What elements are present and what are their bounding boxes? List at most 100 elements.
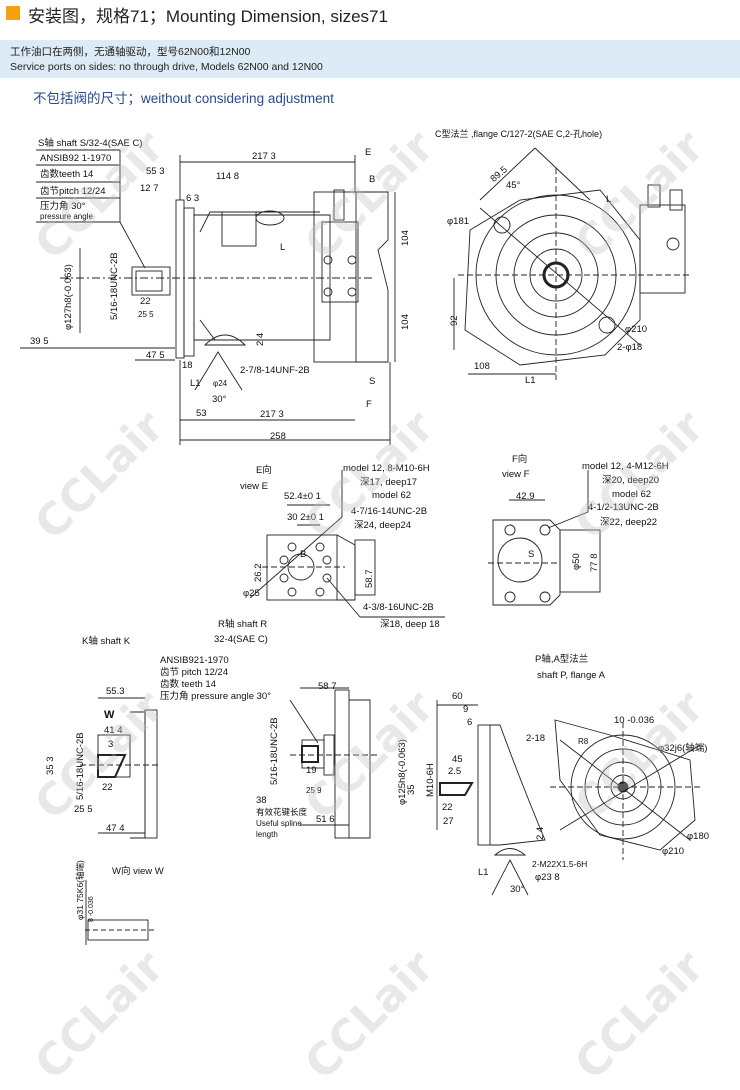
dim-2-4: 2 4: [255, 332, 266, 346]
dim-217-bottom: 217 3: [260, 409, 284, 420]
dim-phi-180: φ180: [687, 831, 710, 842]
view-e-title-cn: E向: [256, 465, 272, 476]
standard-label: ANSIB92 1-1970: [40, 153, 112, 164]
view-w-marker: W: [104, 709, 115, 721]
dim-108: 108: [474, 361, 490, 372]
thread-5-16: 5/16-18UNC-2B: [109, 252, 120, 320]
dim-phi-50: φ50: [571, 553, 582, 570]
spline-length-en-2: length: [256, 830, 278, 839]
dim-phi-31-75: φ31 75K6(轴端): [75, 860, 85, 920]
dim-53: 53: [196, 408, 207, 419]
thread-m10: M10-6H: [425, 763, 436, 797]
view-f-title-en: view F: [502, 469, 530, 480]
dim-phi-23-8: φ23 8: [535, 872, 560, 883]
model62-label: model 62: [612, 489, 652, 500]
subtitle: 不包括阀的尺寸；weithout considering adjustment: [33, 91, 334, 106]
main-view-drawing: [20, 149, 396, 445]
dim-phi-181: φ181: [447, 216, 470, 227]
dim-phi-25: φ25: [243, 588, 260, 599]
view-e-marker: E: [365, 147, 372, 158]
dim-8: 8 -0.036: [88, 896, 95, 922]
view-f-drawing: [488, 470, 601, 606]
dim-77-8: 77 8: [589, 553, 600, 573]
model12-thread: model 12, 8-M10-6H: [343, 463, 430, 474]
dim-45: 45: [452, 754, 463, 765]
model62-depth: 深24, deep24: [354, 520, 412, 531]
dim-19: 19: [306, 765, 317, 776]
shaft-k-drawing: [80, 697, 160, 839]
dim-9: 9: [463, 704, 469, 715]
shaft-r-title: R轴 shaft R: [218, 619, 268, 630]
spline-length-cn: 有效花键长度: [256, 807, 308, 817]
dim-25-5: 25 5: [74, 804, 93, 815]
port-l1-label: L1: [525, 375, 536, 386]
spline-length-en: Useful spline: [256, 819, 302, 828]
dim-114-8: 114 8: [216, 171, 240, 182]
flange-c-title: C型法兰 ,flange C/127-2(SAE C,2-孔hole): [435, 129, 603, 139]
dim-41-4: 41 4: [104, 725, 123, 736]
dim-55-3: 55 3: [146, 166, 165, 177]
dim-2-5: 2.5: [448, 766, 462, 777]
view-w-drawing: [85, 880, 155, 945]
shaft-p-drawing: [436, 700, 701, 896]
standard-label: ANSIB921-1970: [160, 655, 229, 666]
note-cn: 工作油口在两侧，无通轴驱动，型号62N00和12N00: [10, 46, 251, 58]
shaft-p-title-en: shaft P, flange A: [537, 670, 605, 681]
model62-label: model 62: [372, 490, 412, 501]
angle-45: 45°: [506, 180, 521, 191]
dim-25-5: 25 5: [138, 310, 154, 319]
thread-5-16-r: 5/16-18UNC-2B: [269, 717, 280, 785]
dim-35-3: 35 3: [45, 756, 56, 776]
dim-51-6: 51 6: [316, 814, 335, 825]
thread-5-16-k: 5/16-18UNC-2B: [75, 732, 86, 800]
dim-22: 22: [442, 802, 453, 813]
drawing-lines: [20, 147, 701, 945]
note-band: 工作油口在两侧，无通轴驱动，型号62N00和12N00 Service port…: [0, 40, 740, 78]
section-marker: [6, 6, 20, 20]
dim-2-4: 2 4: [535, 826, 546, 840]
view-w-title: W向 view W: [112, 866, 164, 877]
watermark: CCLair: [565, 941, 714, 1090]
shaft-r-spec: 32-4(SAE C): [214, 634, 268, 645]
dim-26-2: 26.2: [253, 563, 264, 583]
dim-58-7: 58.7: [364, 569, 375, 589]
port-b-label: B: [300, 549, 307, 560]
shaft-r-drawing: [289, 687, 380, 839]
port-s-label: S: [369, 376, 376, 387]
model62-depth: 深22, deep22: [600, 517, 658, 528]
dim-60: 60: [452, 691, 463, 702]
dim-phi-24: φ24: [213, 379, 228, 388]
holes-2-phi-18: 2-φ18: [617, 342, 643, 353]
thread-2-7-8: 2-7/8-14UNF-2B: [240, 365, 310, 376]
thread-3-8: 4-3/8-16UNC-2B: [363, 602, 434, 613]
dim-phi-210: φ210: [662, 846, 685, 857]
view-e-title-en: view E: [240, 481, 268, 492]
thread-m22: 2-M22X1.5-6H: [532, 859, 588, 869]
model12-depth: 深20, deep20: [602, 475, 660, 486]
page-title: 安装图，规格71；Mounting Dimension, sizes71: [28, 7, 388, 26]
model62-thread: 4-1/2-13UNC-2B: [588, 502, 659, 513]
holes-2-18: 2-18: [526, 733, 546, 744]
shaft-k-title: K轴 shaft K: [82, 636, 131, 647]
pressure-angle-label: 压力角 30°: [40, 201, 86, 212]
port-l1-label: L1: [190, 378, 201, 389]
dim-39-5: 39 5: [30, 336, 49, 347]
dim-35: 35: [406, 784, 417, 795]
note-en: Service ports on sides: no through drive…: [10, 61, 323, 73]
model12-depth: 深17, deep17: [360, 477, 418, 488]
dim-phi-32: φ32j6(轴端): [658, 743, 708, 754]
shaft-p-title-cn: P轴,A型法兰: [535, 654, 589, 665]
dim-38: 38: [256, 795, 267, 806]
dim-key-10: 10 -0.036: [614, 715, 655, 726]
pitch-label: 齿节 pitch 12/24: [160, 667, 229, 678]
port-s-label: S: [528, 549, 535, 560]
depth-18: 深18, deep 18: [380, 619, 440, 630]
pitch-label: 齿节pitch 12/24: [40, 186, 106, 197]
dim-phi-127: φ127h8(-0.063): [63, 264, 74, 330]
watermark: CCLair: [295, 941, 444, 1090]
dim-12-7: 12 7: [140, 183, 159, 194]
dim-phi-210: φ210: [625, 324, 648, 335]
dim-6-3: 6 3: [186, 193, 200, 204]
dim-22: 22: [102, 782, 113, 793]
port-b-label: B: [369, 174, 376, 185]
